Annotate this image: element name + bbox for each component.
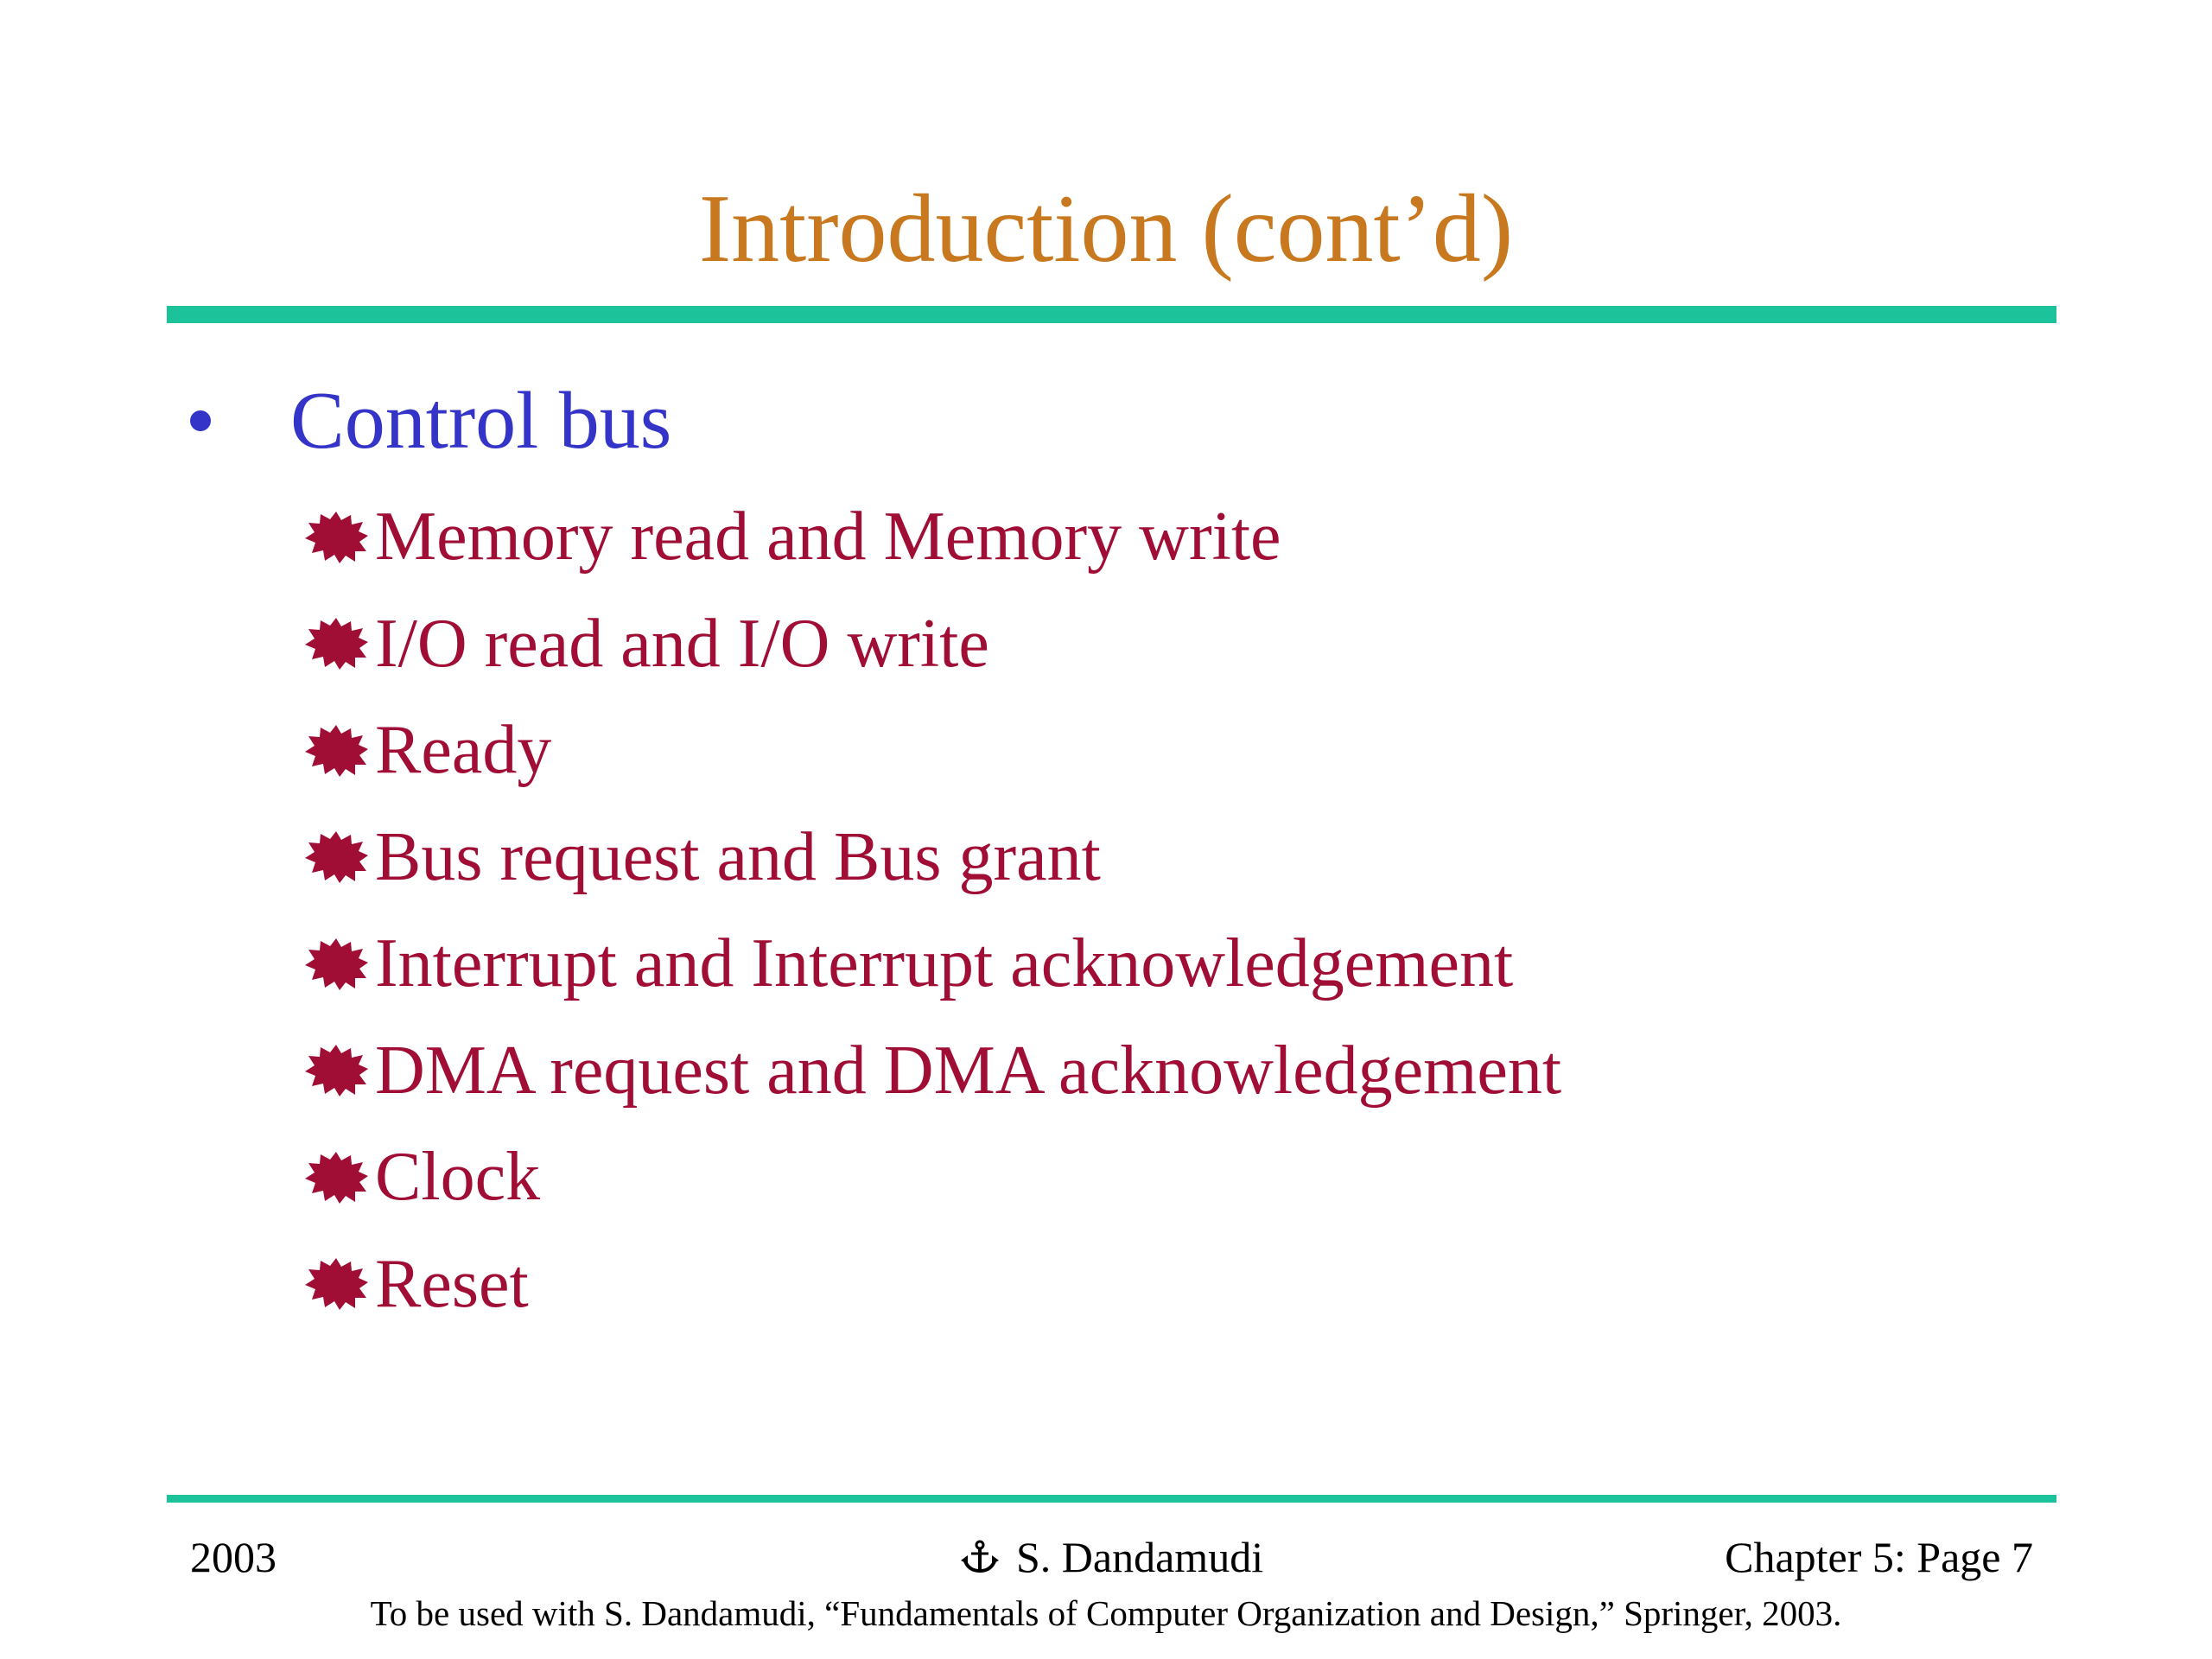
footer-page: Chapter 5: Page 7	[1725, 1533, 2033, 1581]
sub-bullet-item: I/O read and I/O write	[302, 591, 1561, 698]
footer-year: 2003	[190, 1533, 276, 1581]
sub-bullet-item: Memory read and Memory write	[302, 484, 1561, 591]
sub-bullet-item: Clock	[302, 1124, 1561, 1231]
starburst-icon	[305, 618, 368, 671]
sub-bullet-list: Memory read and Memory write I/O read an…	[302, 484, 1561, 1338]
sub-bullet-label: Clock	[375, 1139, 541, 1216]
title-divider	[167, 306, 2056, 323]
slide-title: Introduction (cont’d)	[698, 175, 1514, 283]
starburst-icon	[305, 511, 368, 563]
sub-bullet-label: Memory read and Memory write	[375, 499, 1281, 575]
footer-note: To be used with S. Dandamudi, “Fundament…	[370, 1593, 1842, 1633]
bullet-dot-icon	[190, 410, 211, 431]
sub-bullet-label: Interrupt and Interrupt acknowledgement	[375, 925, 1514, 1002]
sub-bullet-label: I/O read and I/O write	[375, 605, 989, 682]
footer-author: S. Dandamudi	[959, 1531, 1263, 1583]
sub-bullet-item: Ready	[302, 697, 1561, 804]
sub-bullet-label: Ready	[375, 712, 552, 789]
footer-divider	[167, 1495, 2056, 1503]
starburst-icon	[305, 724, 368, 777]
sub-bullet-label: Reset	[375, 1245, 529, 1322]
sub-bullet-item: Bus request and Bus grant	[302, 804, 1561, 912]
sub-bullet-label: Bus request and Bus grant	[375, 818, 1101, 895]
footer-author-name: S. Dandamudi	[1016, 1533, 1264, 1581]
sub-bullet-item: Reset	[302, 1231, 1561, 1338]
starburst-icon	[305, 938, 368, 990]
starburst-icon	[305, 1151, 368, 1204]
starburst-icon	[305, 1045, 368, 1097]
sub-bullet-item: Interrupt and Interrupt acknowledgement	[302, 911, 1561, 1018]
bullet-label: Control bus	[290, 376, 672, 466]
starburst-icon	[305, 1258, 368, 1311]
starburst-icon	[305, 831, 368, 884]
sub-bullet-label: DMA request and DMA acknowledgement	[375, 1032, 1562, 1109]
anchor-icon	[961, 1540, 999, 1573]
sub-bullet-item: DMA request and DMA acknowledgement	[302, 1018, 1561, 1125]
bullet-control-bus: Control bus	[190, 373, 671, 468]
